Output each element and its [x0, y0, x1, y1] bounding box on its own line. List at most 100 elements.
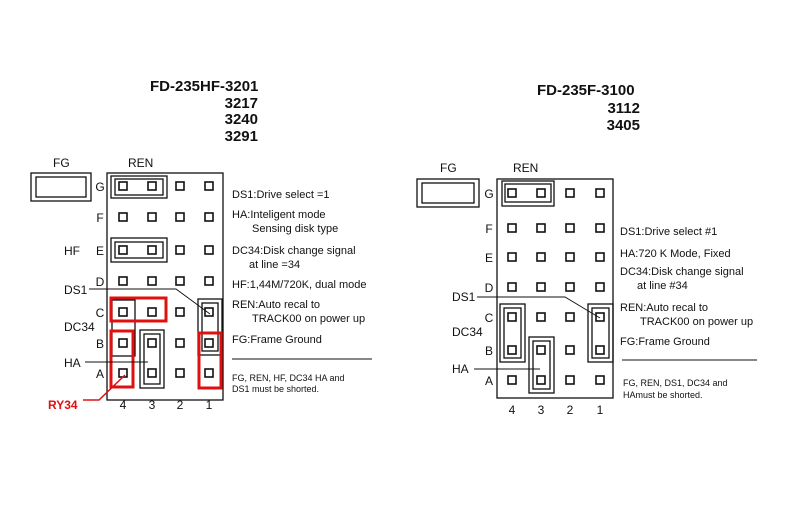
pin-B1: [204, 338, 214, 348]
fg-label: FG: [440, 161, 457, 175]
pin-B3: [536, 345, 546, 355]
pin-G3: [147, 181, 157, 191]
pin-F1: [595, 223, 605, 233]
pin-E4: [118, 245, 128, 255]
pin-A3: [536, 375, 546, 385]
col-label: 2: [177, 398, 184, 412]
hf-jumper-inner: [114, 241, 164, 259]
row-label: A: [96, 367, 104, 381]
pin-G1: [204, 181, 214, 191]
legend-line: at line =34: [249, 259, 300, 271]
left-note-line: DS1 must be shorted.: [232, 384, 319, 394]
col-label: 1: [206, 398, 213, 412]
row-label: D: [485, 281, 494, 295]
fg-jumper-inner: [421, 182, 475, 204]
legend-line: FG:Frame Ground: [620, 336, 710, 348]
pin-G2: [565, 188, 575, 198]
pin-D1: [204, 276, 214, 286]
fg-jumper: [30, 172, 92, 202]
row-label: D: [96, 275, 105, 289]
pin-F2: [565, 223, 575, 233]
row-label: G: [484, 187, 493, 201]
pin-B4: [507, 345, 517, 355]
pin-A2: [175, 368, 185, 378]
ds1-leader-line: [477, 296, 601, 319]
left-title: FD-235HF-3201: [150, 78, 258, 95]
ry34-label: RY34: [48, 398, 78, 412]
legend-line: TRACK00 on power up: [252, 313, 365, 325]
fg-label: FG: [53, 156, 70, 170]
pin-A4: [118, 368, 128, 378]
left-model: 3217: [225, 95, 258, 112]
legend-line: HF:1,44M/720K, dual mode: [232, 279, 367, 291]
ry34-leader-line: [83, 374, 126, 401]
left-model: 3240: [225, 111, 258, 128]
ren-jumper-inner: [504, 183, 552, 203]
legend-line: REN:Auto recal to: [620, 302, 708, 314]
left-board: [106, 172, 224, 401]
ha-jumper: [139, 329, 165, 389]
pin-G2: [175, 181, 185, 191]
ha-jumper: [528, 336, 555, 394]
pin-E2: [565, 252, 575, 262]
pin-F2: [175, 212, 185, 222]
red-highlight-b1-a1: [197, 331, 223, 390]
row-label: A: [485, 374, 493, 388]
dc34-jumper-inner: [503, 307, 522, 359]
pin-A1: [204, 368, 214, 378]
pin-F1: [204, 212, 214, 222]
legend-line: HA:Inteligent mode: [232, 209, 326, 221]
row-label: F: [96, 211, 103, 225]
col-label: 3: [538, 403, 545, 417]
pin-E4: [507, 252, 517, 262]
ha-side-label: HA: [452, 362, 469, 376]
legend-line: FG:Frame Ground: [232, 334, 322, 346]
right-model: 3112: [607, 100, 640, 117]
dc34-jumper: [111, 299, 136, 357]
right-note-line: HAmust be shorted.: [623, 390, 703, 400]
pin-A4: [507, 375, 517, 385]
ren-label: REN: [128, 156, 153, 170]
row-label: E: [96, 244, 104, 258]
fg-jumper-inner: [35, 176, 87, 198]
ds1-jumper-inner: [591, 307, 610, 359]
col-label: 3: [149, 398, 156, 412]
pin-G4: [507, 188, 517, 198]
pin-D4: [507, 282, 517, 292]
dc34-side-label: DC34: [64, 320, 95, 334]
red-highlight-c4-c3: [109, 296, 168, 323]
pin-A2: [565, 375, 575, 385]
pin-B2: [565, 345, 575, 355]
dc34-jumper: [499, 303, 526, 363]
legend-line: Sensing disk type: [252, 223, 338, 235]
pin-F3: [536, 223, 546, 233]
ds1-leader-line: [89, 288, 211, 315]
ren-jumper: [501, 180, 555, 207]
col-label: 4: [509, 403, 516, 417]
pin-D1: [595, 282, 605, 292]
legend-line: DC34:Disk change signal: [620, 266, 744, 278]
pin-B4: [118, 338, 128, 348]
row-label: B: [96, 337, 104, 351]
fg-jumper: [416, 178, 480, 208]
col-label: 1: [597, 403, 604, 417]
row-label: F: [485, 222, 492, 236]
pin-C2: [175, 307, 185, 317]
left-legend: DS1:Drive select =1 HA:Inteligent modeSen…: [232, 189, 367, 346]
hf-side-label: HF: [64, 244, 80, 258]
row-label: C: [485, 311, 494, 325]
pin-F3: [147, 212, 157, 222]
legend-line: DS1:Drive select #1: [620, 226, 717, 238]
ren-jumper-inner: [114, 178, 164, 196]
ds1-side-label: DS1: [452, 290, 476, 304]
red-highlight-b4-a4: [109, 329, 135, 389]
left-model: 3291: [225, 128, 258, 145]
legend-line: DS1:Drive select =1: [232, 189, 330, 201]
pin-D3: [536, 282, 546, 292]
left-note-line: FG, REN, HF, DC34 HA and: [232, 373, 345, 383]
pin-F4: [118, 212, 128, 222]
dc34-side-label: DC34: [452, 325, 483, 339]
ds1-jumper: [197, 298, 223, 356]
ha-side-label: HA: [64, 356, 81, 370]
